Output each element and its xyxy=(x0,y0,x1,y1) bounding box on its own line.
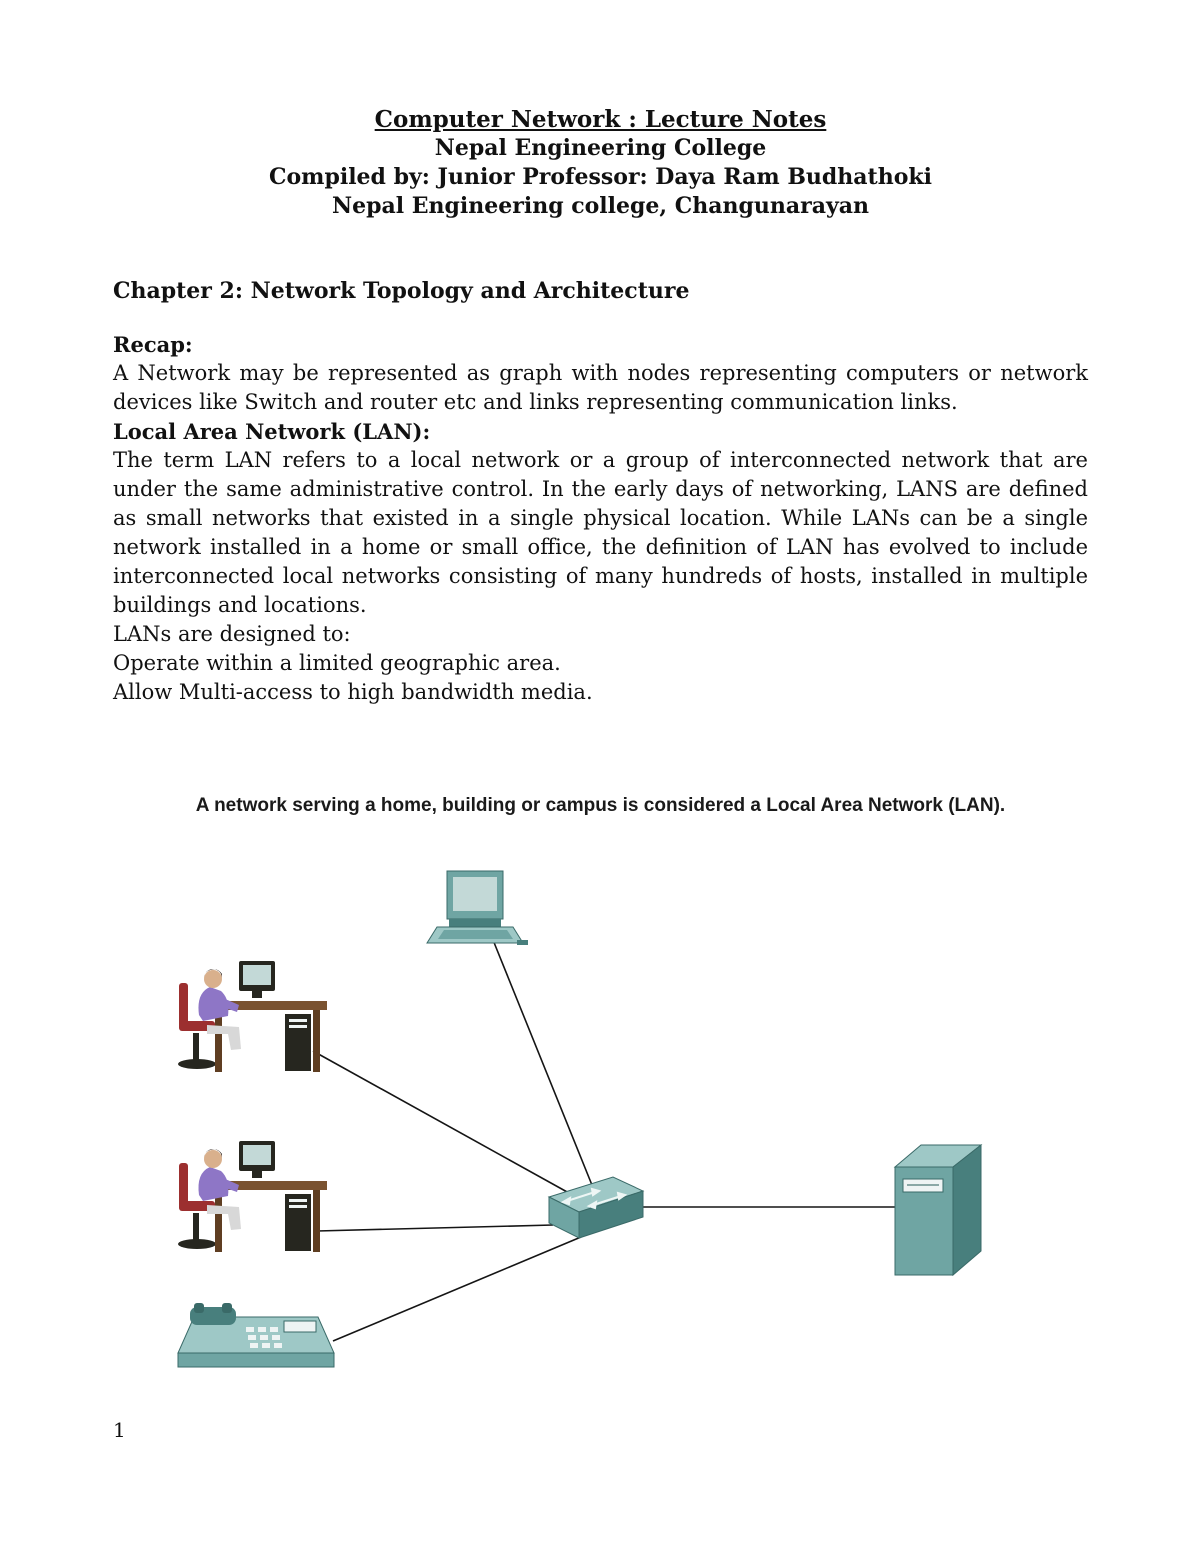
laptop-node xyxy=(425,870,528,945)
lan-figure: A network serving a home, building or ca… xyxy=(113,795,1088,1395)
workstation-1-node xyxy=(177,961,327,1072)
phone-fax-node xyxy=(176,1303,335,1368)
recap-label: Recap: xyxy=(113,332,193,357)
lan-point-1: Operate within a limited geographic area… xyxy=(113,651,561,675)
doc-college-location: Nepal Engineering college, Changunarayan xyxy=(332,193,869,219)
link-phone-switch xyxy=(332,1236,581,1342)
workstation-2-node xyxy=(177,1141,327,1252)
page-number: 1 xyxy=(113,1418,126,1442)
switch-node xyxy=(547,1176,644,1239)
doc-college: Nepal Engineering College xyxy=(434,135,767,161)
recap-text: A Network may be represented as graph wi… xyxy=(113,361,1088,414)
lan-designed-label: LANs are designed to: xyxy=(113,622,351,646)
lan-heading: Local Area Network (LAN): xyxy=(113,419,431,444)
chapter-heading: Chapter 2: Network Topology and Architec… xyxy=(113,278,690,304)
doc-compiled-by: Compiled by: Junior Professor: Daya Ram … xyxy=(269,164,932,190)
lan-network-diagram xyxy=(176,870,982,1368)
figure-caption: A network serving a home, building or ca… xyxy=(195,795,1006,816)
link-workstation1-switch xyxy=(312,1050,587,1204)
link-workstation2-switch xyxy=(316,1224,553,1232)
link-laptop-switch xyxy=(489,934,597,1196)
lan-text: The term LAN refers to a local network o… xyxy=(113,448,1088,617)
document-header: Computer Network : Lecture Notes Nepal E… xyxy=(113,105,1088,221)
doc-title: Computer Network : Lecture Notes xyxy=(374,106,827,133)
lan-point-2: Allow Multi-access to high bandwidth med… xyxy=(113,680,593,704)
server-node xyxy=(893,1143,982,1277)
